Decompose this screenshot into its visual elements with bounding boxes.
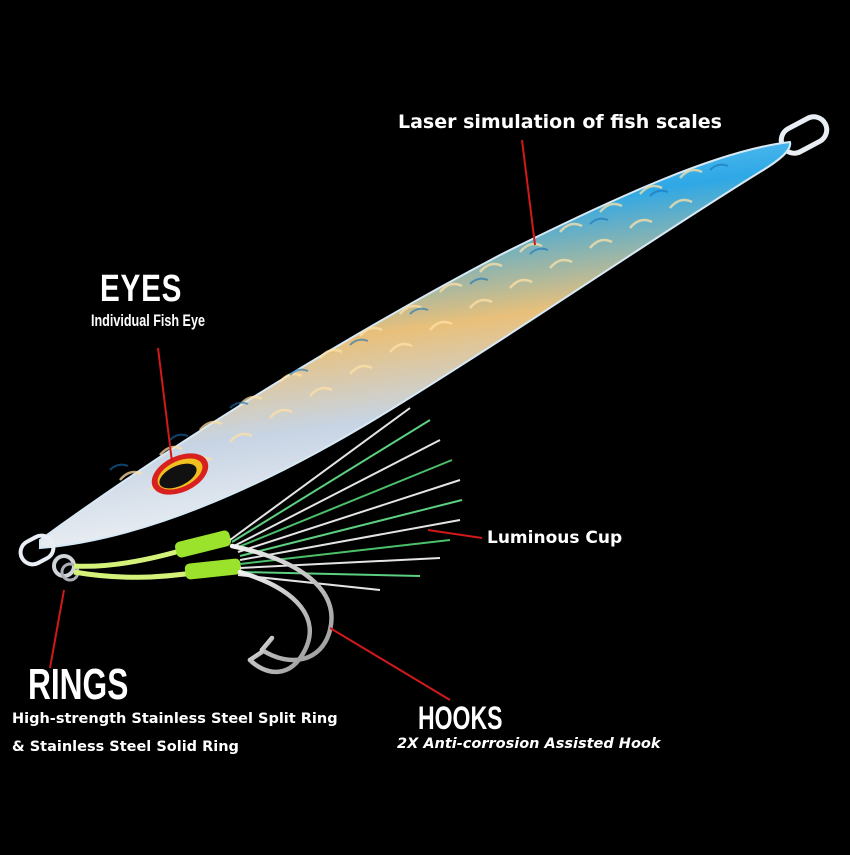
assist-hooks <box>229 543 334 675</box>
label-eyes-subtitle: Individual Fish Eye <box>91 311 205 330</box>
scale-pattern-blue <box>109 163 729 471</box>
pointer-scales <box>521 139 536 246</box>
label-rings-title: RINGS <box>28 660 129 709</box>
label-luminous-cup: Luminous Cup <box>487 528 623 548</box>
label-hooks-subtitle: 2X Anti-corrosion Assisted Hook <box>397 736 661 752</box>
pointer-lines <box>49 139 536 701</box>
pointer-hooks <box>329 627 451 701</box>
label-hooks-title: HOOKS <box>418 700 503 736</box>
pointer-cup <box>427 529 483 539</box>
pointer-eyes <box>157 347 173 463</box>
assist-cord <box>73 530 242 580</box>
lure-body <box>39 140 792 550</box>
label-fish-scales: Laser simulation of fish scales <box>398 111 722 133</box>
label-rings-line1: High-strength Stainless Steel Split Ring <box>12 711 338 727</box>
fish-eye <box>151 453 209 495</box>
label-eyes-title: EYES <box>100 268 183 310</box>
label-rings-line2: & Stainless Steel Solid Ring <box>12 739 239 755</box>
luminous-feathers <box>229 407 463 591</box>
pointer-rings <box>49 589 65 669</box>
